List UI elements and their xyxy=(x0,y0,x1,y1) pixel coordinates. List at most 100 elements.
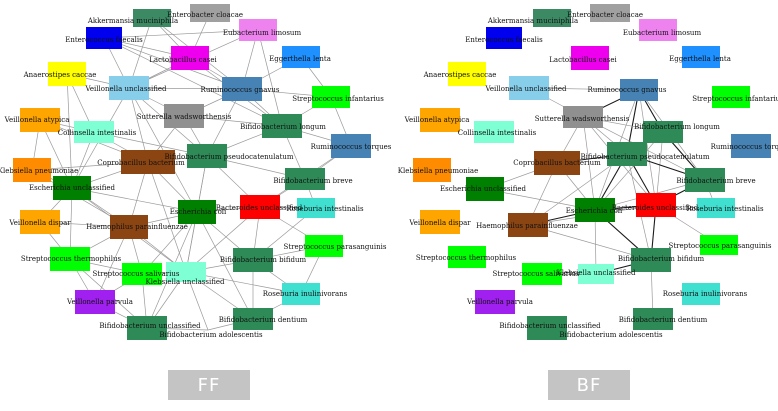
bf-node-bden xyxy=(633,308,673,330)
bf-node-label-kun: Klebsiella unclassified xyxy=(556,269,636,277)
bf-node-label-efa: Enterococcus faecalis xyxy=(465,36,543,44)
bf-edge-bln-eco xyxy=(594,131,664,211)
bf-node-eco xyxy=(575,198,615,222)
bf-node-label-bln: Bifidobacterium longum xyxy=(634,123,720,131)
ff-edge-esu-eco xyxy=(71,187,198,213)
ff-edge-hpa-vpa xyxy=(94,226,130,303)
ff-node-spa xyxy=(305,235,343,257)
ff-node-rto xyxy=(331,134,371,158)
ff-edge-cba-kun xyxy=(147,161,187,273)
ff-node-label-cba: Coprobacillus bacterium xyxy=(97,159,185,167)
bf-panel-label: BF xyxy=(548,370,630,400)
ff-node-label-bln: Bifidobacterium longum xyxy=(240,123,326,131)
bf-node-rin xyxy=(697,198,735,218)
ff-node-label-akk: Akkermansia muciniphila xyxy=(87,17,178,25)
bf-node-spa xyxy=(700,235,738,255)
bf-node-label-cin: Collinsella intestinalis xyxy=(458,129,537,137)
bf-node-ssa xyxy=(522,263,562,285)
ff-node-label-bun: Bacteroides unclassified xyxy=(216,204,303,212)
ff-node-bunc xyxy=(127,316,167,340)
ff-node-label-sin: Streptococcus infantarius xyxy=(292,95,384,103)
bf-node-vat xyxy=(420,108,460,132)
ff-node-label-lca: Lactobacillus casei xyxy=(149,56,217,64)
bf-node-label-bden: Bifidobacterium dentium xyxy=(619,316,708,324)
bf-node-rgn xyxy=(620,79,658,101)
bf-node-label-esu: Escherichia unclassified xyxy=(440,185,527,193)
ff-node-sth xyxy=(50,247,90,271)
ff-node-bun xyxy=(240,195,280,219)
ff-node-swa xyxy=(164,104,204,128)
ff-node-label-vdi: Veillonella dispar xyxy=(8,219,71,227)
bf-node-sth xyxy=(448,246,486,268)
bf-node-label-spa: Streptococcus parasanguinis xyxy=(669,242,772,250)
bf-node-label-rin: Roseburia intestinalis xyxy=(686,205,764,213)
bf-node-label-aca: Anaerostipes caccae xyxy=(423,71,497,79)
bf-node-label-bps: Bifidobacterium pseudocatenulatum xyxy=(580,153,709,161)
bf-node-cba xyxy=(534,151,580,175)
bf-node-label-rto: Ruminococcus torques xyxy=(711,143,778,151)
bf-node-label-eco: Escherichia coli xyxy=(566,207,623,215)
ff-node-label-cin: Collinsella intestinalis xyxy=(58,129,137,137)
bf-node-vpa xyxy=(475,290,515,314)
ff-node-label-spa: Streptococcus parasanguinis xyxy=(284,243,387,251)
ff-node-ssa xyxy=(122,263,162,285)
ff-edge-eco-bden xyxy=(196,211,254,320)
bf-node-label-ssa: Streptococcus salivarius xyxy=(493,270,580,278)
bf-node-label-rgn: Ruminococcus gnavus xyxy=(588,86,667,94)
bf-node-esu xyxy=(466,177,504,201)
ff-node-bln xyxy=(262,114,302,138)
bf-node-label-sth: Streptococcus thermophilus xyxy=(416,254,517,262)
ff-node-label-rin: Roseburia intestinalis xyxy=(286,205,364,213)
bf-node-swa xyxy=(563,106,603,128)
bf-node-efa xyxy=(486,27,522,49)
ff-node-akk xyxy=(133,9,171,27)
ff-edge-aca-esu xyxy=(66,73,73,189)
ff-node-label-eli: Eubacterium limosum xyxy=(223,29,302,37)
ff-node-label-bden: Bifidobacterium dentium xyxy=(219,316,308,324)
ff-node-label-ecl: Enterobacter cloacae xyxy=(167,11,243,19)
bf-node-bbr xyxy=(685,168,725,192)
bf-node-label-bbi: Bifidobacterium bifidum xyxy=(618,255,705,263)
bf-edge-rgn-bun xyxy=(638,89,657,206)
ff-node-vpa xyxy=(75,290,115,314)
ff-node-label-bbr: Bifidobacterium breve xyxy=(273,177,352,185)
bf-node-label-kpn: Klebsiella pneumoniae xyxy=(398,167,479,175)
ff-node-kpn xyxy=(13,158,51,182)
bf-node-lca xyxy=(571,46,609,70)
bf-node-bun xyxy=(636,193,676,217)
bf-node-kpn xyxy=(413,158,451,182)
bf-edge-eco-swa xyxy=(582,116,596,211)
bf-node-hpa xyxy=(508,213,548,237)
bf-node-label-bun: Bacteroides unclassified xyxy=(612,204,699,212)
bf-node-vun xyxy=(509,76,549,100)
ff-node-vat xyxy=(20,108,60,132)
bf-node-bln xyxy=(643,121,683,143)
ff-edge-efa-bln xyxy=(103,37,283,127)
ff-panel-label: FF xyxy=(168,370,250,400)
ff-node-bbr xyxy=(285,168,325,190)
bf-node-kun xyxy=(578,264,614,284)
ff-node-rin xyxy=(297,198,335,218)
bf-node-label-cba: Coprobacillus bacterium xyxy=(513,159,601,167)
ff-edge-eli-bln xyxy=(257,29,283,127)
ff-node-bps xyxy=(187,144,227,168)
ff-node-label-ele: Eggerthella lenta xyxy=(269,55,331,63)
bf-node-label-eli: Eubacterium limosum xyxy=(623,29,702,37)
bf-node-vdi xyxy=(420,210,460,234)
ff-node-label-bad: Bifidobacterium adolescentis xyxy=(159,331,263,339)
ff-node-bden xyxy=(233,308,273,330)
ff-node-label-kpn: Klebsiella pneumoniae xyxy=(0,167,78,175)
bf-node-akk xyxy=(533,9,571,27)
ff-node-label-esu: Escherichia unclassified xyxy=(29,184,116,192)
ff-node-ele xyxy=(282,46,320,68)
ff-node-eco xyxy=(178,200,216,224)
bf-node-rinu xyxy=(682,283,720,305)
ff-node-label-rgn: Ruminococcus gnavus xyxy=(201,86,280,94)
bf-node-label-hpa: Haemophilus parainfluenzae xyxy=(476,222,578,230)
bf-node-bbi xyxy=(631,248,671,272)
bf-node-cin xyxy=(474,121,514,143)
ff-node-lca xyxy=(171,46,209,70)
ff-node-label-vun: Veillonella unclassified xyxy=(84,85,167,93)
